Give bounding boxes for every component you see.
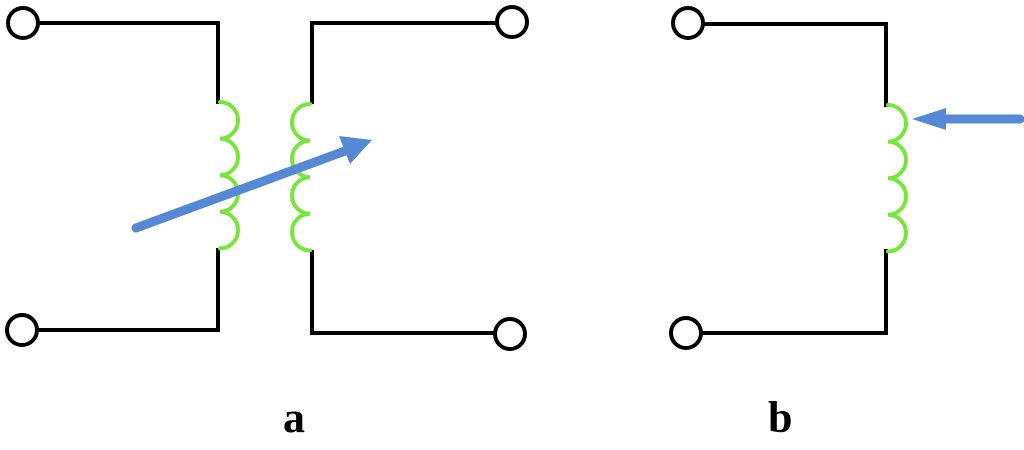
b-coil (886, 103, 908, 254)
primary-coil (218, 100, 240, 251)
terminal-a-top-left (6, 6, 40, 40)
terminal-b-bottom (669, 316, 703, 350)
terminal-a-bottom-left (5, 313, 39, 347)
terminal-b-top (671, 6, 705, 40)
primary-bottom-wire (36, 248, 220, 332)
panel-b-label: b (768, 393, 792, 442)
panel-b: b (669, 6, 1024, 442)
panel-a: a (5, 5, 529, 442)
secondary-bottom-wire (310, 250, 496, 335)
variable-arrow-icon (131, 136, 372, 233)
terminal-a-bottom-right (493, 317, 527, 351)
secondary-top-wire (310, 21, 498, 104)
secondary-coil (290, 102, 312, 253)
terminal-a-top-right (495, 5, 529, 39)
primary-top-wire (38, 21, 220, 104)
panel-a-label: a (283, 393, 305, 442)
b-top-wire (702, 22, 888, 107)
tap-arrow-icon (912, 108, 1024, 130)
b-bottom-wire (700, 249, 888, 335)
